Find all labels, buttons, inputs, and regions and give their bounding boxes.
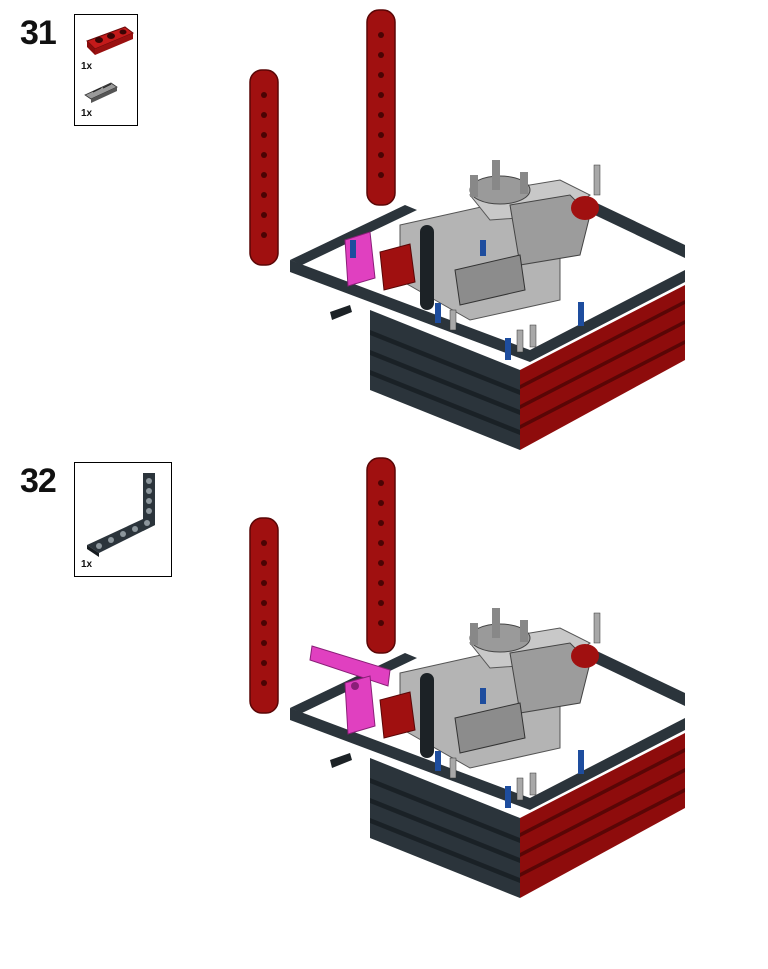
part-quantity: 1x: [81, 108, 93, 119]
parts-callout: 1x 1x: [74, 14, 138, 126]
parts-callout: 1x: [74, 462, 172, 577]
step-number: 31: [20, 14, 57, 52]
model-assembly-step-32: [249, 457, 685, 898]
model-assembly-step-31: [249, 9, 685, 450]
dark-grey-l-beam-icon: [87, 473, 155, 557]
grey-axle-connector-icon: [84, 82, 118, 103]
part-quantity: 1x: [81, 61, 93, 72]
step-number: 32: [20, 462, 57, 500]
red-axle-pin-connector-icon: [86, 26, 134, 55]
part-quantity: 1x: [81, 559, 93, 570]
